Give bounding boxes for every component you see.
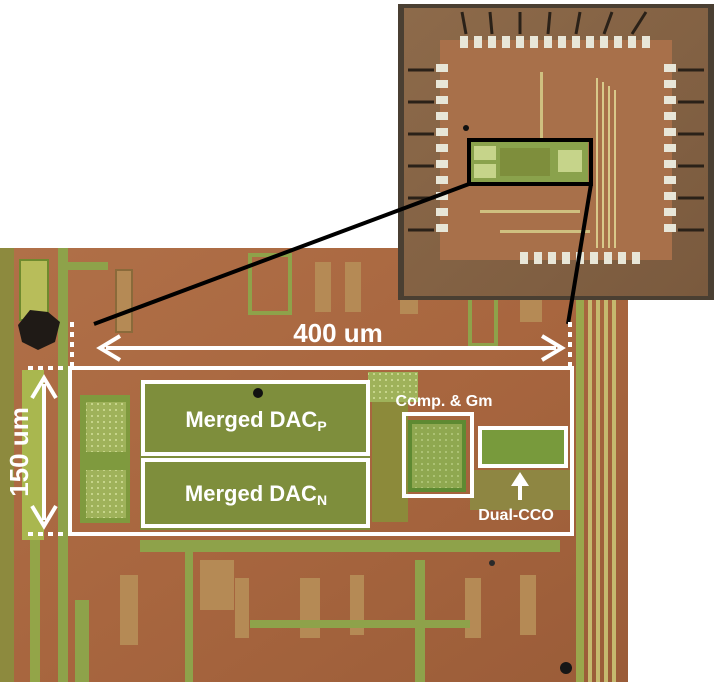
design-area-outline (68, 366, 574, 536)
bond-wires (408, 11, 704, 232)
bond-pads-right (664, 64, 676, 232)
dual-cco-pointer-head (511, 472, 529, 486)
dac-n-label: Merged DACN (185, 481, 327, 508)
dac-p-label-main: Merged DAC (185, 407, 317, 432)
bond-pads-top (460, 36, 650, 48)
dac-p-box (141, 380, 370, 456)
annotations (28, 322, 574, 536)
dac-n-label-main: Merged DAC (185, 481, 317, 506)
dac-n-label-sub: N (317, 492, 327, 508)
width-arrow-head-right (540, 334, 566, 362)
comp-gm-label: Comp. & Gm (396, 393, 493, 410)
height-label: 150 um (4, 407, 34, 497)
dac-n-box (141, 458, 370, 528)
die-overview-inset (398, 4, 714, 300)
dac-p-label-sub: P (317, 418, 326, 434)
width-label: 400 um (293, 318, 383, 348)
dac-p-label: Merged DACP (185, 407, 326, 434)
height-arrow-head-bottom (30, 504, 58, 530)
dual-cco-box (478, 426, 568, 468)
zoom-callout-lines (93, 182, 593, 326)
dual-cco-label: Dual-CCO (478, 507, 554, 524)
comp-gm-box (402, 412, 474, 498)
height-arrow-head-top (30, 374, 58, 400)
inset-highlight-box (467, 138, 593, 186)
width-arrow-head-left (96, 334, 122, 362)
